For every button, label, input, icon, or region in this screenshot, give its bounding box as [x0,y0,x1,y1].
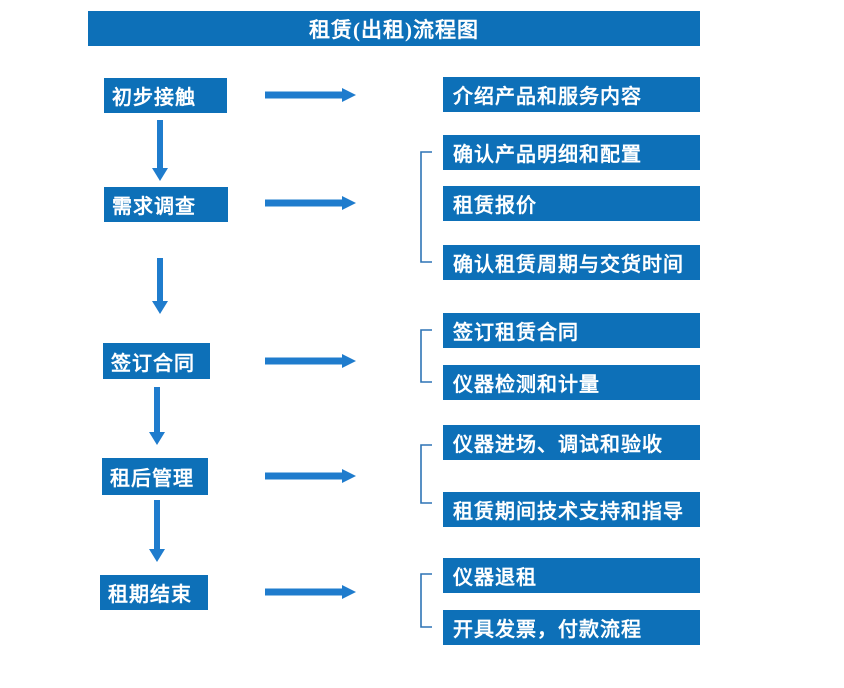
detail-box-rental-quote: 租赁报价 [443,186,700,221]
detail-box-confirm-product-specs: 确认产品明细和配置 [443,135,700,170]
detail-box-invoice-payment: 开具发票，付款流程 [443,610,700,645]
step-box-initial-contact: 初步接触 [104,78,227,113]
arrow-right-step5 [265,585,356,599]
detail-box-instrument-setup-accept: 仪器进场、调试和验收 [443,425,700,460]
step-box-sign-contract: 签订合同 [103,343,210,379]
detail-box-instrument-inspection: 仪器检测和计量 [443,365,700,400]
detail-box-tech-support-guidance: 租赁期间技术支持和指导 [443,492,700,527]
step-box-post-rental-management: 租后管理 [102,458,208,495]
bracket-group-rental-end [420,573,432,628]
arrow-right-step2 [265,196,356,210]
detail-box-intro-products-services: 介绍产品和服务内容 [443,77,700,112]
step-box-rental-end: 租期结束 [100,575,208,610]
bracket-group-post-rental [420,444,432,504]
arrow-right-step4 [265,469,356,483]
arrow-down-step4-step5 [149,500,165,562]
bracket-group-sign-contract [420,329,432,383]
detail-box-instrument-return: 仪器退租 [443,558,700,593]
detail-box-sign-rental-contract: 签订租赁合同 [443,313,700,348]
flowchart-title: 租赁(出租)流程图 [88,11,700,46]
arrow-down-step2-step3 [152,258,168,314]
arrow-down-step3-step4 [149,387,165,445]
bracket-group-demand-survey [420,151,432,263]
arrow-right-step3 [265,354,356,368]
step-box-demand-survey: 需求调查 [104,187,228,222]
detail-box-confirm-period-delivery: 确认租赁周期与交货时间 [443,245,700,280]
arrow-right-step1 [265,88,356,102]
arrow-down-step1-step2 [152,120,168,181]
